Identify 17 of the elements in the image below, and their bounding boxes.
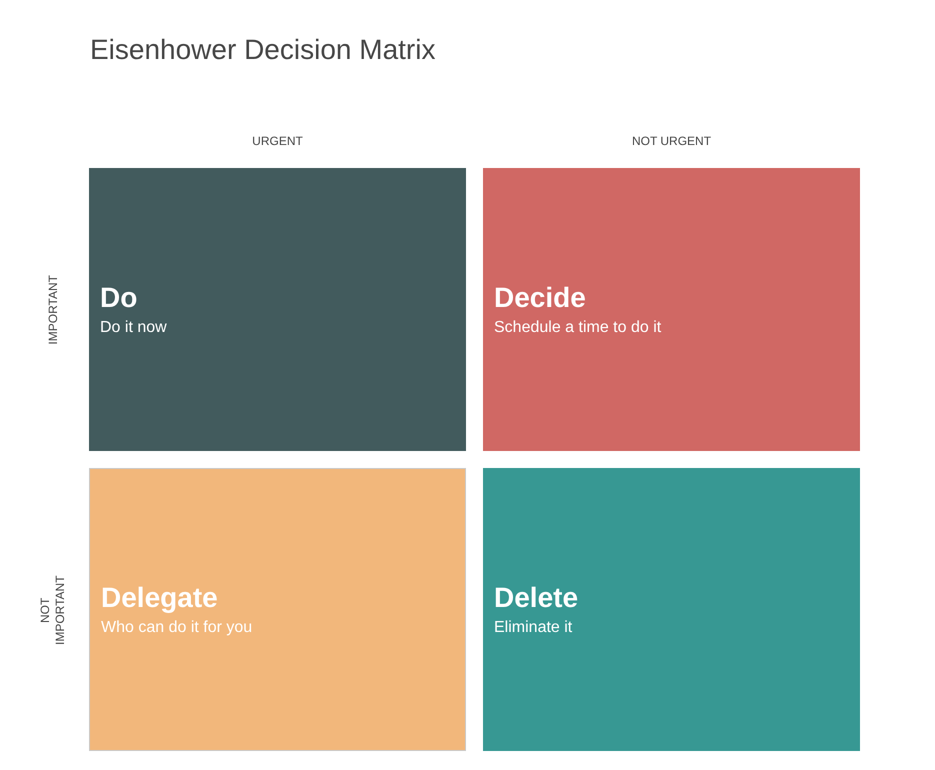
quadrant-description: Do it now — [100, 318, 167, 338]
quadrant-card — [89, 168, 466, 451]
quadrant-card — [483, 468, 860, 751]
axis-label: IMPORTANT — [46, 274, 60, 344]
quadrant-description: Schedule a time to do it — [494, 318, 662, 338]
diagram-title: Eisenhower Decision Matrix — [90, 33, 436, 67]
quadrant-heading: Do — [100, 280, 138, 314]
axis-label: NOT URGENT — [632, 134, 712, 148]
axis-label: NOT IMPORTANT — [38, 574, 68, 646]
quadrant-description: Who can do it for you — [101, 618, 252, 638]
quadrant-heading: Delegate — [101, 580, 218, 614]
quadrant-card — [483, 168, 860, 451]
quadrant-heading: Delete — [494, 580, 578, 614]
quadrant-description: Eliminate it — [494, 618, 572, 638]
axis-label: URGENT — [252, 134, 303, 148]
quadrant-card — [89, 468, 466, 751]
quadrant-heading: Decide — [494, 280, 586, 314]
